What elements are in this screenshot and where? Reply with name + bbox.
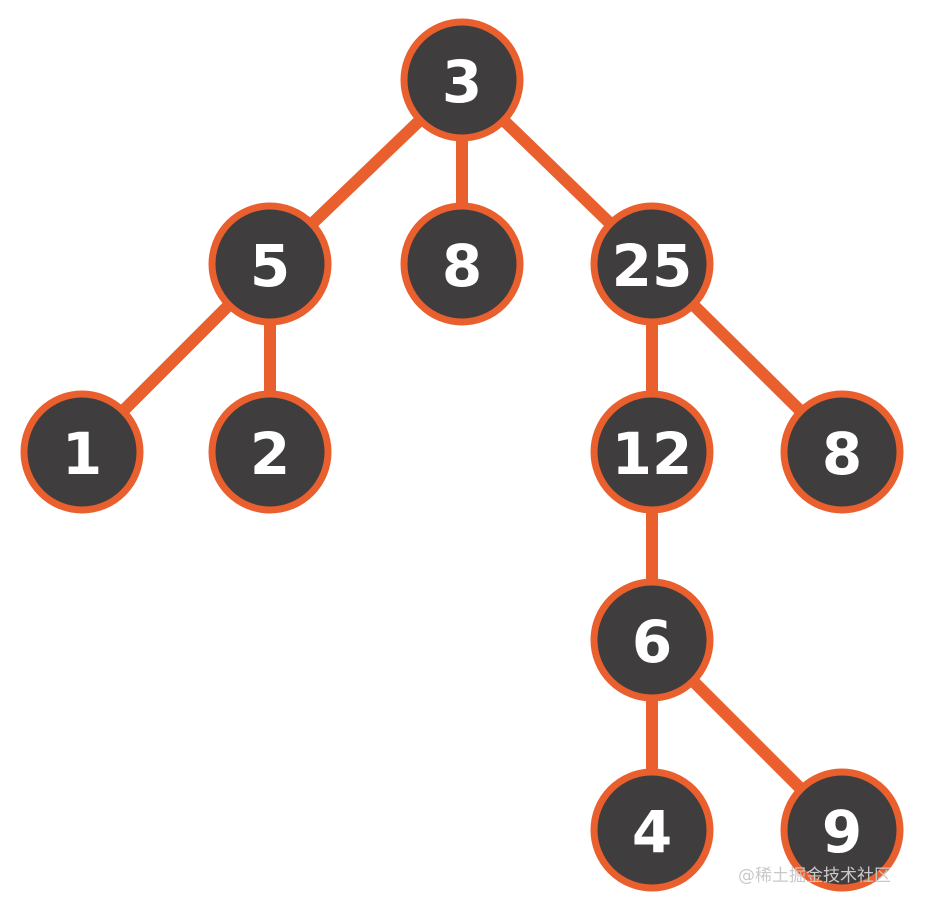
tree-node: 4 bbox=[590, 768, 714, 892]
node-circle bbox=[780, 768, 904, 892]
tree-node: 1 bbox=[20, 390, 144, 514]
tree-node: 3 bbox=[400, 18, 524, 142]
tree-node: 2 bbox=[208, 390, 332, 514]
tree-node: 8 bbox=[780, 390, 904, 514]
node-circle bbox=[20, 390, 144, 514]
node-circle bbox=[590, 390, 714, 514]
node-label: 8 bbox=[442, 232, 482, 300]
node-label: 25 bbox=[612, 232, 693, 300]
tree-node: 6 bbox=[590, 578, 714, 702]
node-circle bbox=[590, 578, 714, 702]
node-circle bbox=[590, 768, 714, 892]
node-circle bbox=[400, 18, 524, 142]
node-label: 8 bbox=[822, 420, 862, 488]
node-label: 9 bbox=[822, 798, 862, 866]
node-label: 4 bbox=[632, 798, 672, 866]
node-circle bbox=[208, 202, 332, 326]
node-label: 2 bbox=[250, 420, 290, 488]
node-circle bbox=[590, 202, 714, 326]
tree-node: 8 bbox=[400, 202, 524, 326]
tree-node: 5 bbox=[208, 202, 332, 326]
node-circle bbox=[400, 202, 524, 326]
node-circle bbox=[780, 390, 904, 514]
edges bbox=[77, 75, 847, 835]
node-circle bbox=[208, 390, 332, 514]
node-label: 12 bbox=[612, 420, 693, 488]
tree-node: 12 bbox=[590, 390, 714, 514]
node-label: 6 bbox=[632, 608, 672, 676]
watermark: @稀土掘金技术社区 bbox=[738, 866, 891, 886]
tree-node: 25 bbox=[590, 202, 714, 326]
tree-node: 9 bbox=[780, 768, 904, 892]
node-label: 1 bbox=[62, 420, 102, 488]
node-label: 3 bbox=[442, 48, 482, 116]
node-label: 5 bbox=[250, 232, 290, 300]
